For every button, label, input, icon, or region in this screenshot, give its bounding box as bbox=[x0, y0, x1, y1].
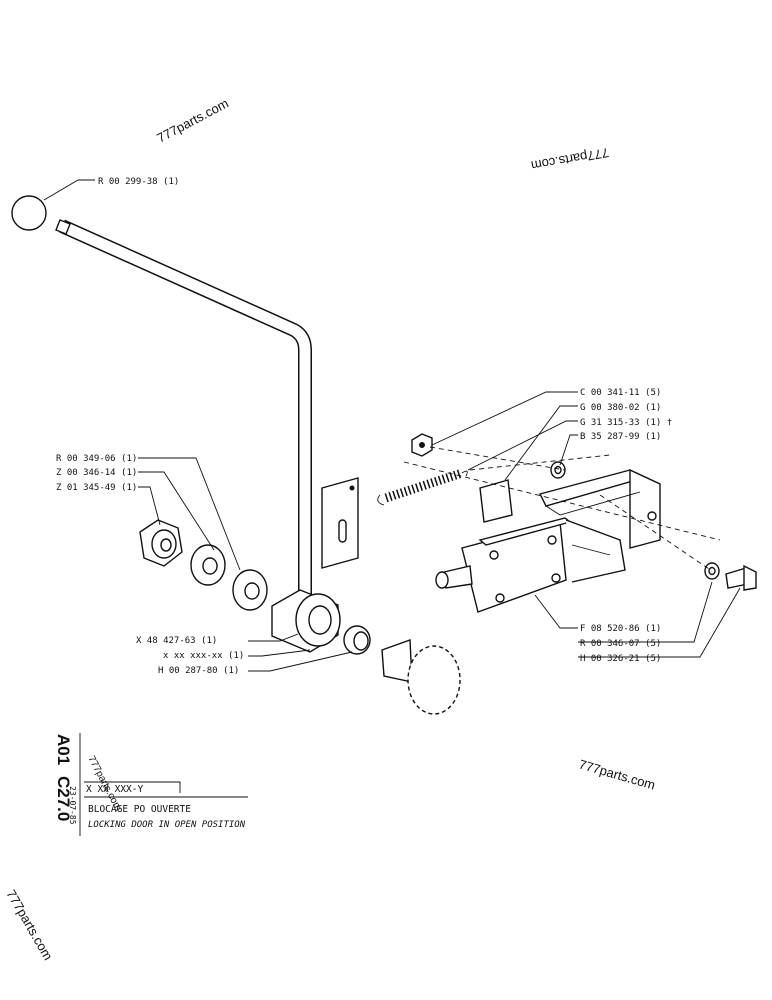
bushing bbox=[343, 625, 371, 655]
lever-rod bbox=[55, 219, 312, 598]
callout-label: R 00 299-38 (1) bbox=[98, 177, 179, 187]
watermark: 777parts.com bbox=[577, 756, 657, 792]
tension-spring bbox=[377, 468, 468, 506]
callout-label: B 35 287-99 (1) bbox=[580, 432, 661, 442]
knob-ball bbox=[11, 195, 47, 231]
callout-label: H 00 326-21 (5) bbox=[580, 654, 661, 664]
washer bbox=[190, 544, 226, 586]
latch-plate bbox=[461, 517, 626, 613]
leader-lines bbox=[43, 179, 741, 672]
callout-label: R 00 346-07 (5) bbox=[580, 639, 661, 649]
title-english: LOCKING DOOR IN OPEN POSITION bbox=[88, 820, 246, 830]
callout-label: Z 00 346-14 (1) bbox=[56, 468, 137, 478]
callout-label: C 00 341-11 (5) bbox=[580, 388, 661, 398]
callout-label: Z 01 345-49 (1) bbox=[56, 483, 137, 493]
watermark: 777parts.com bbox=[530, 145, 610, 173]
watermark: 777parts.com bbox=[3, 887, 55, 963]
hex-nut bbox=[411, 433, 433, 457]
callout-label: H 00 287-80 (1) bbox=[158, 666, 239, 676]
latch-pin bbox=[435, 565, 473, 589]
callout-label: F 08 520-86 (1) bbox=[580, 624, 661, 634]
assembly-lines bbox=[403, 446, 721, 572]
spring-washer bbox=[550, 461, 566, 479]
title-block: A01 C27.0 23-07-85 X XX XXX-Y BLOCAGE PO… bbox=[54, 733, 248, 836]
hex-bolt bbox=[725, 564, 757, 591]
washer bbox=[232, 569, 268, 611]
lever-hub bbox=[271, 589, 341, 653]
upper-bracket bbox=[479, 468, 661, 549]
callout-label: G 00 380-02 (1) bbox=[580, 403, 661, 413]
callout-label: G 31 315-33 (1) † bbox=[580, 418, 672, 428]
callout-label: X 48 427-63 (1) bbox=[136, 636, 217, 646]
callout-label: R 00 349-06 (1) bbox=[56, 454, 137, 464]
mounting-plate bbox=[321, 477, 359, 569]
callout-label: x xx xxx-xx (1) bbox=[163, 651, 244, 661]
title-french: BLOCAGE PO OUVERTE bbox=[88, 804, 191, 815]
drawing-code: A01 bbox=[54, 734, 73, 765]
drawing-code: C27.0 bbox=[54, 776, 73, 821]
serial-number: X XX XXX-Y bbox=[86, 784, 143, 795]
watermark: 777parts.com bbox=[154, 95, 231, 145]
nut bbox=[139, 519, 183, 567]
drawing-date: 23-07-85 bbox=[68, 786, 77, 825]
callout-labels: R 00 299-38 (1) C 00 341-11 (5) G 00 380… bbox=[56, 177, 672, 676]
rubber-bumper bbox=[381, 639, 461, 715]
